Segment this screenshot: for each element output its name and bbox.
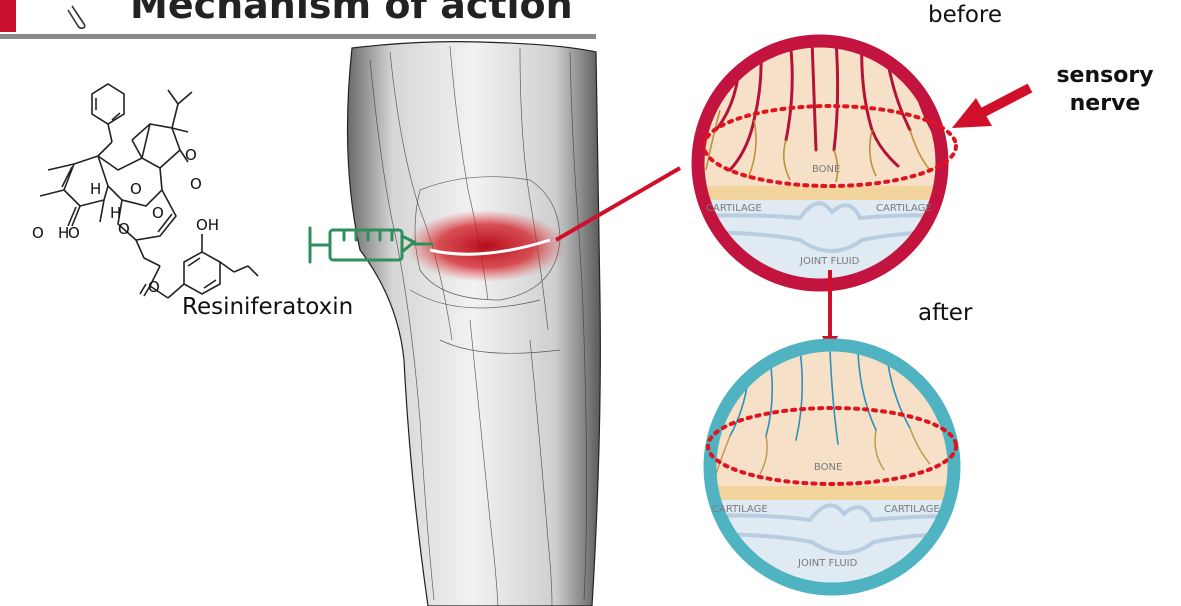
- svg-text:O: O: [68, 224, 80, 242]
- joint-fluid-label: JOINT FLUID: [799, 256, 860, 267]
- svg-text:O: O: [118, 220, 130, 238]
- cartilage-right-label: CARTILAGE: [876, 203, 932, 214]
- before-label: before: [928, 2, 1002, 28]
- injection-site-highlight: [406, 210, 566, 282]
- molecule-structure: [40, 84, 258, 298]
- sensory-nerve-callout-arrow: [952, 88, 1030, 128]
- svg-text:O: O: [130, 180, 142, 198]
- cartilage-left-label: CARTILAGE: [706, 203, 762, 214]
- bone-label: BONE: [812, 164, 840, 175]
- svg-text:OH: OH: [196, 216, 219, 234]
- inset-before: BONE CARTILAGE CARTILAGE JOINT FLUID: [690, 36, 956, 300]
- svg-text:O: O: [190, 175, 202, 193]
- knee-illustration: [348, 42, 601, 606]
- phenol-ring: [184, 252, 220, 294]
- sensory-nerve-label: sensory nerve: [1040, 62, 1170, 117]
- svg-text:O: O: [32, 224, 44, 242]
- svg-text:O: O: [152, 204, 164, 222]
- cartilage-left-label-after: CARTILAGE: [712, 504, 768, 515]
- joint-fluid-label-after: JOINT FLUID: [797, 558, 858, 569]
- molecule-atom-labels: O O H O O H O OH O H O O: [32, 146, 219, 296]
- molecule-name-label: Resiniferatoxin: [182, 294, 353, 320]
- svg-text:H: H: [110, 204, 121, 222]
- inset-after: BONE CARTILAGE CARTILAGE JOINT FLUID: [702, 340, 962, 600]
- svg-text:O: O: [185, 146, 197, 164]
- bone-label-after: BONE: [814, 462, 842, 473]
- benzene-ring: [92, 84, 124, 124]
- svg-text:O: O: [148, 278, 160, 296]
- cartilage-right-label-after: CARTILAGE: [884, 504, 940, 515]
- svg-text:H: H: [90, 180, 101, 198]
- after-label: after: [918, 300, 972, 326]
